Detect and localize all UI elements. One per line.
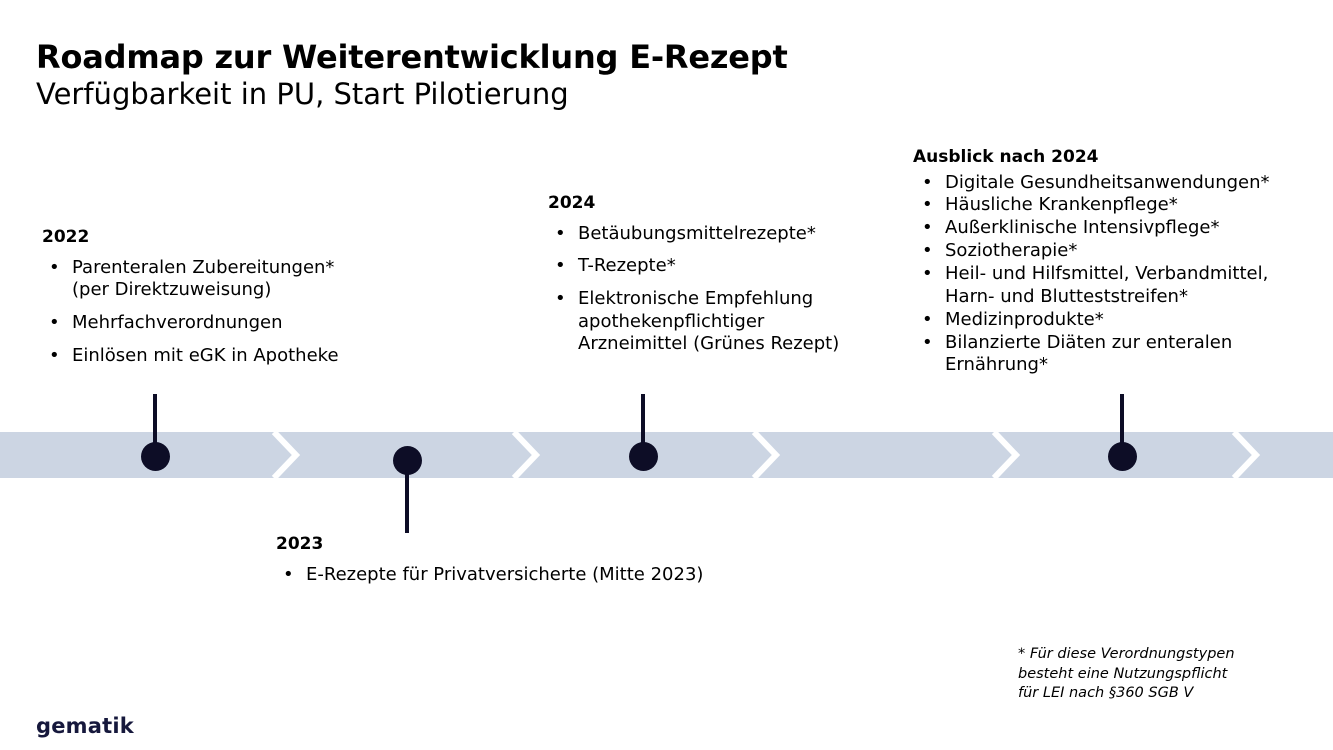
bullet-icon: • bbox=[555, 255, 566, 277]
bullet-icon: • bbox=[922, 308, 933, 330]
footnote-line-3: für LEI nach §360 SGB V bbox=[1018, 685, 1194, 702]
bullet-icon: • bbox=[922, 331, 933, 353]
list-item: • Mehrfachverordnungen bbox=[42, 312, 462, 335]
marker-dot bbox=[1107, 441, 1137, 471]
bullet-icon: • bbox=[49, 256, 60, 278]
list-item-label: Außerklinische Intensivpflege* bbox=[945, 217, 1220, 239]
page-title: Roadmap zur Weiterentwicklung E-Rezept bbox=[36, 38, 788, 76]
bullet-icon: • bbox=[922, 240, 933, 262]
list-item-label: Elektronische Empfehlung apothekenpflich… bbox=[578, 287, 840, 355]
list-item: • Betäubungsmittelrezepte* bbox=[548, 223, 868, 246]
list-item: • E-Rezepte für Privatversicherte (Mitte … bbox=[276, 564, 836, 587]
list-item: • Elektronische Empfehlung apothekenpflic… bbox=[548, 288, 868, 356]
marker-dot bbox=[140, 441, 170, 471]
marker-stem bbox=[1120, 394, 1124, 456]
list-item: • Digitale Gesundheitsanwendungen* bbox=[913, 172, 1313, 195]
gematik-logo: gematik bbox=[36, 714, 134, 738]
marker-dot bbox=[392, 445, 422, 475]
footnote: * Für diese Verordnungstypen besteht ein… bbox=[1018, 645, 1318, 704]
bullet-icon: • bbox=[49, 311, 60, 333]
page-subtitle: Verfügbarkeit in PU, Start Pilotierung bbox=[36, 76, 569, 111]
list-item-label: Einlösen mit eGK in Apotheke bbox=[72, 344, 339, 366]
milestone-group-2022: 2022 • Parenteralen Zubereitungen*(per Di… bbox=[42, 227, 462, 368]
list-item-label: Häusliche Krankenpflege* bbox=[945, 194, 1178, 216]
milestone-items-outlook: • Digitale Gesundheitsanwendungen* • Häusli… bbox=[913, 172, 1313, 378]
chevron-separator-2 bbox=[511, 432, 541, 478]
list-item-label: Mehrfachverordnungen bbox=[72, 311, 283, 333]
milestone-items-2024: • Betäubungsmittelrezepte* • T-Rezepte* • Ele… bbox=[548, 223, 868, 356]
chevron-separator-1 bbox=[271, 432, 301, 478]
bullet-icon: • bbox=[49, 344, 60, 366]
milestone-year-outlook: Ausblick nach 2024 bbox=[913, 147, 1099, 167]
list-item: • Außerklinische Intensivpflege* bbox=[913, 217, 1313, 240]
marker-dot bbox=[628, 441, 658, 471]
chevron-separator-5 bbox=[1231, 432, 1261, 478]
footnote-line-2: besteht eine Nutzungspflicht bbox=[1018, 665, 1228, 682]
marker-stem bbox=[153, 394, 157, 456]
marker-stem bbox=[641, 394, 645, 456]
list-item: • Häusliche Krankenpflege* bbox=[913, 194, 1313, 217]
bullet-icon: • bbox=[283, 563, 294, 585]
bullet-icon: • bbox=[922, 262, 933, 284]
milestone-group-outlook: Ausblick nach 2024 • Digitale Gesundheits… bbox=[913, 147, 1313, 378]
list-item-label: Bilanzierte Diäten zur enteralen Ernähru… bbox=[945, 331, 1233, 376]
chevron-separator-4 bbox=[991, 432, 1021, 478]
list-item-label: Betäubungsmittelrezepte* bbox=[578, 222, 816, 244]
list-item: • Medizinprodukte* bbox=[913, 309, 1313, 332]
list-item-label: T-Rezepte* bbox=[578, 255, 676, 277]
list-item-label: E-Rezepte für Privatversicherte (Mitte 2… bbox=[306, 563, 704, 585]
list-item: • Soziotherapie* bbox=[913, 240, 1313, 263]
milestone-year-2023: 2023 bbox=[276, 534, 324, 554]
milestone-group-2023: 2023 • E-Rezepte für Privatversicherte (M… bbox=[276, 534, 836, 587]
list-item: • Einlösen mit eGK in Apotheke bbox=[42, 345, 462, 368]
list-item: • Heil- und Hilfsmittel, Verbandmittel, H… bbox=[913, 263, 1313, 309]
list-item-label: Digitale Gesundheitsanwendungen* bbox=[945, 171, 1270, 193]
timeline-chevrons bbox=[271, 432, 1261, 478]
milestone-items-2022: • Parenteralen Zubereitungen*(per Direktz… bbox=[42, 257, 462, 368]
list-item-label: Medizinprodukte* bbox=[945, 308, 1104, 330]
chevron-separator-3 bbox=[751, 432, 781, 478]
list-item: • Bilanzierte Diäten zur enteralen Ernähr… bbox=[913, 332, 1313, 378]
milestone-year-2022: 2022 bbox=[42, 227, 90, 247]
bullet-icon: • bbox=[555, 287, 566, 309]
milestone-group-2024: 2024 • Betäubungsmittelrezepte* • T-Rezepte… bbox=[548, 193, 868, 356]
bullet-icon: • bbox=[922, 194, 933, 216]
milestone-items-2023: • E-Rezepte für Privatversicherte (Mitte … bbox=[276, 564, 836, 587]
milestone-year-2024: 2024 bbox=[548, 193, 596, 213]
bullet-icon: • bbox=[555, 222, 566, 244]
bullet-icon: • bbox=[922, 217, 933, 239]
bullet-icon: • bbox=[922, 171, 933, 193]
list-item: • Parenteralen Zubereitungen*(per Direktz… bbox=[42, 257, 462, 302]
list-item-label: Soziotherapie* bbox=[945, 240, 1078, 262]
footnote-line-1: * Für diese Verordnungstypen bbox=[1018, 646, 1235, 662]
marker-stem bbox=[405, 460, 409, 533]
heading-block: Roadmap zur Weiterentwicklung E-Rezept V… bbox=[36, 38, 1036, 111]
list-item-label: Heil- und Hilfsmittel, Verbandmittel, Ha… bbox=[945, 262, 1269, 307]
list-item-label: Parenteralen Zubereitungen*(per Direktzu… bbox=[72, 256, 335, 301]
list-item: • T-Rezepte* bbox=[548, 255, 868, 278]
